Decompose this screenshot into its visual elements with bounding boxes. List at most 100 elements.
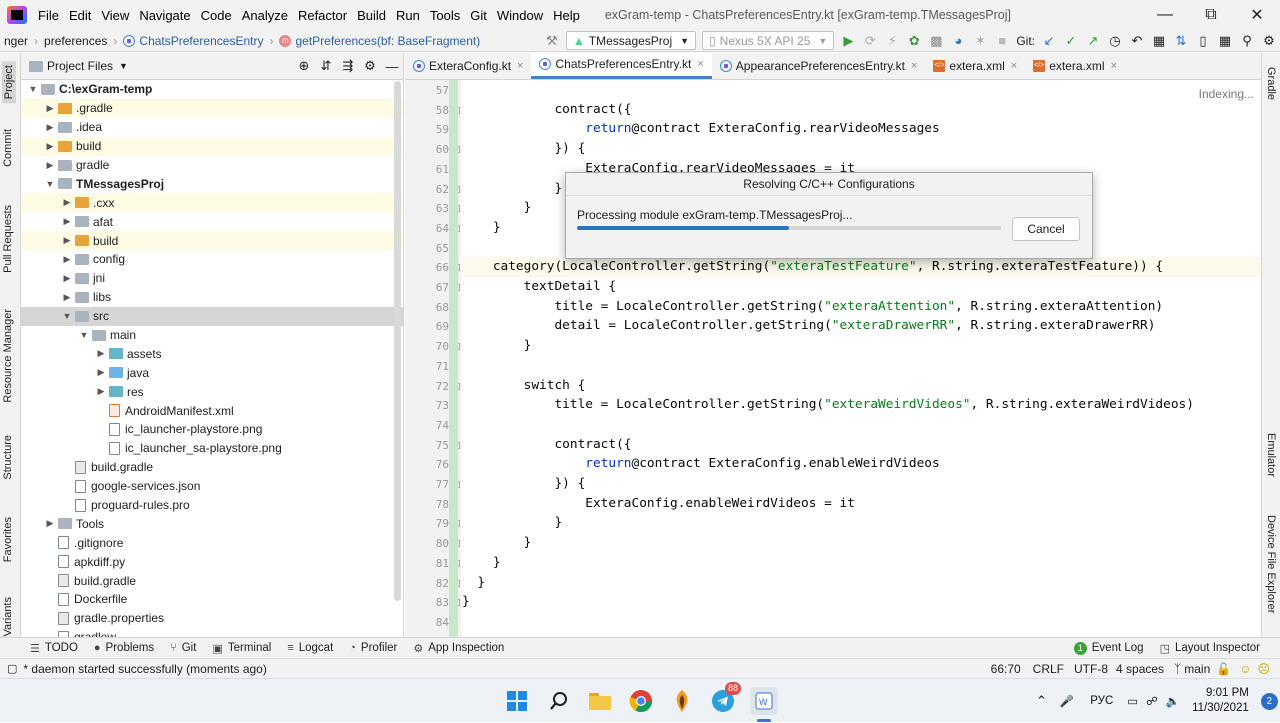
chevron-right-icon[interactable]: ▶ — [63, 291, 71, 302]
code-line[interactable]: } — [462, 592, 1261, 612]
run-icon[interactable]: ▶ — [843, 32, 854, 48]
scrollbar[interactable] — [394, 81, 401, 601]
frown-icon[interactable]: ☹ — [1257, 661, 1270, 676]
code-line[interactable] — [462, 612, 1261, 632]
chevron-down-icon[interactable]: ▼ — [45, 178, 55, 189]
code-line[interactable]: category(LocaleController.getString("ext… — [462, 257, 1261, 277]
code-line[interactable]: } — [462, 553, 1261, 573]
cancel-button[interactable]: Cancel — [1012, 217, 1080, 241]
tree-item[interactable]: ic_launcher-playstore.png — [21, 420, 403, 439]
attach-debugger-icon[interactable]: ▩ — [930, 32, 943, 48]
tree-item[interactable]: ▶afat — [21, 212, 403, 231]
tree-item[interactable]: .gitignore — [21, 533, 403, 552]
notification-badge[interactable]: 2 — [1260, 692, 1278, 710]
android-studio-taskbar-icon[interactable]: W — [750, 687, 778, 715]
menu-analyze[interactable]: Analyze — [241, 7, 288, 23]
tool-tab-resource-manager[interactable]: Resource Manager — [2, 309, 14, 403]
chevron-right-icon[interactable]: ▶ — [97, 367, 105, 378]
bottom-tab-todo[interactable]: ☰TODO — [22, 642, 86, 655]
menu-window[interactable]: Window — [496, 7, 544, 23]
tree-item[interactable]: ▶jni — [21, 269, 403, 288]
settings-icon[interactable]: ⚙ — [1263, 32, 1275, 48]
line-separator[interactable]: CRLF — [1032, 661, 1065, 676]
bottom-tab-profiler[interactable]: ◔Profiler — [341, 642, 405, 654]
git-push-icon[interactable]: ↗ — [1087, 32, 1099, 48]
tree-item[interactable]: ▶build — [21, 136, 403, 156]
sync-gradle-icon[interactable]: ⇅ — [1175, 32, 1187, 48]
chevron-right-icon[interactable]: ▶ — [46, 140, 54, 151]
tree-item[interactable]: ▶libs — [21, 288, 403, 307]
chevron-right-icon[interactable]: ▶ — [63, 216, 71, 227]
code-line[interactable]: } — [462, 533, 1261, 553]
locate-icon[interactable]: ⊕ — [298, 58, 310, 73]
telegram-icon[interactable]: 88 — [709, 682, 742, 715]
rerun-icon[interactable]: ⟳ — [864, 32, 876, 48]
tree-item[interactable]: ▼TMessagesProj — [21, 174, 403, 193]
bottom-tab-terminal[interactable]: ▣Terminal — [204, 642, 279, 655]
chevron-right-icon[interactable]: ▶ — [97, 348, 105, 359]
breadcrumb-class[interactable]: ChatsPreferencesEntry — [119, 34, 267, 48]
editor-tab[interactable]: ExteraConfig.kt× — [405, 52, 531, 79]
chevron-down-icon[interactable]: ▼ — [79, 330, 89, 341]
tree-item[interactable]: ▶build — [21, 231, 403, 251]
breadcrumb-nger[interactable]: nger — [4, 33, 29, 48]
menu-edit[interactable]: Edit — [68, 7, 92, 23]
code-line[interactable]: }) { — [462, 474, 1261, 494]
code-line[interactable]: detail = LocaleController.getString("ext… — [462, 316, 1261, 336]
menu-refactor[interactable]: Refactor — [297, 7, 348, 23]
sdk-manager-icon[interactable]: ▦ — [1218, 32, 1232, 48]
chevron-down-icon[interactable]: ▼ — [62, 311, 72, 322]
tree-item[interactable]: ▶.idea — [21, 118, 403, 137]
breadcrumb-preferences[interactable]: preferences — [44, 33, 108, 48]
chevron-right-icon[interactable]: ▶ — [63, 253, 71, 264]
code-line[interactable]: title = LocaleController.getString("exte… — [462, 297, 1261, 317]
file-encoding[interactable]: UTF-8 — [1074, 661, 1109, 676]
tool-tab-pull-requests[interactable]: Pull Requests — [2, 205, 14, 273]
menu-navigate[interactable]: Navigate — [139, 7, 191, 23]
show-hidden-icons-icon[interactable]: ⌃ — [1036, 693, 1047, 708]
code-line[interactable]: return@contract ExteraConfig.rearVideoMe… — [462, 119, 1261, 139]
tree-item[interactable]: ▶java — [21, 363, 403, 382]
chevron-right-icon[interactable]: ▶ — [63, 197, 71, 208]
code-line[interactable]: title = LocaleController.getString("exte… — [462, 395, 1261, 415]
tool-tab-variants[interactable]: Variants — [2, 597, 14, 637]
display-icon[interactable]: ▭ — [1127, 696, 1139, 708]
tree-item[interactable]: ic_launcher_sa-playstore.png — [21, 439, 403, 458]
smile-icon[interactable]: ☺ — [1239, 661, 1252, 676]
code-line[interactable] — [462, 415, 1261, 435]
close-tab-icon[interactable]: × — [1110, 59, 1117, 72]
chevron-right-icon[interactable]: ▶ — [97, 386, 105, 397]
close-tab-icon[interactable]: × — [517, 59, 524, 72]
tool-tab-project[interactable]: Project — [2, 61, 16, 104]
hide-panel-icon[interactable]: — — [385, 58, 399, 74]
tree-item[interactable]: ▶.cxx — [21, 193, 403, 213]
hammer-icon[interactable]: ⚒ — [546, 32, 558, 48]
expand-all-icon[interactable]: ⇵ — [320, 58, 332, 73]
editor-tab[interactable]: ChatsPreferencesEntry.kt× — [531, 52, 712, 79]
menu-tools[interactable]: Tools — [429, 7, 461, 23]
close-tab-icon[interactable]: × — [1010, 59, 1018, 72]
stop-icon[interactable]: ■ — [998, 33, 1007, 48]
chevron-right-icon[interactable]: ▶ — [46, 518, 54, 529]
chevron-right-icon[interactable]: ▶ — [63, 235, 71, 246]
editor-tab[interactable]: </>extera.xml× — [1025, 52, 1125, 79]
gear-icon[interactable]: ⚙ — [364, 58, 376, 73]
tree-item[interactable]: google-services.json — [21, 477, 403, 496]
input-language[interactable]: РУС — [1090, 695, 1114, 707]
fl-studio-icon[interactable] — [668, 687, 696, 715]
tree-item[interactable]: ▶res — [21, 382, 403, 401]
clock[interactable]: 9:01 PM 11/30/2021 — [1192, 686, 1249, 716]
code-line[interactable] — [462, 80, 1261, 100]
profile-icon[interactable]: ◕ — [954, 33, 963, 48]
chrome-icon[interactable] — [627, 687, 655, 715]
tool-tab-commit[interactable]: Commit — [2, 129, 14, 167]
tool-tab-gradle[interactable]: Gradle — [1265, 67, 1277, 101]
collapse-all-icon[interactable]: ⇶ — [342, 58, 354, 73]
bottom-tab-app-inspection[interactable]: ⚙App Inspection — [405, 642, 512, 655]
editor-tab[interactable]: </>extera.xml× — [925, 52, 1025, 79]
chevron-right-icon[interactable]: ▶ — [46, 102, 54, 113]
code-line[interactable]: }) { — [462, 139, 1261, 159]
microphone-icon[interactable]: 🎤 — [1059, 696, 1075, 708]
